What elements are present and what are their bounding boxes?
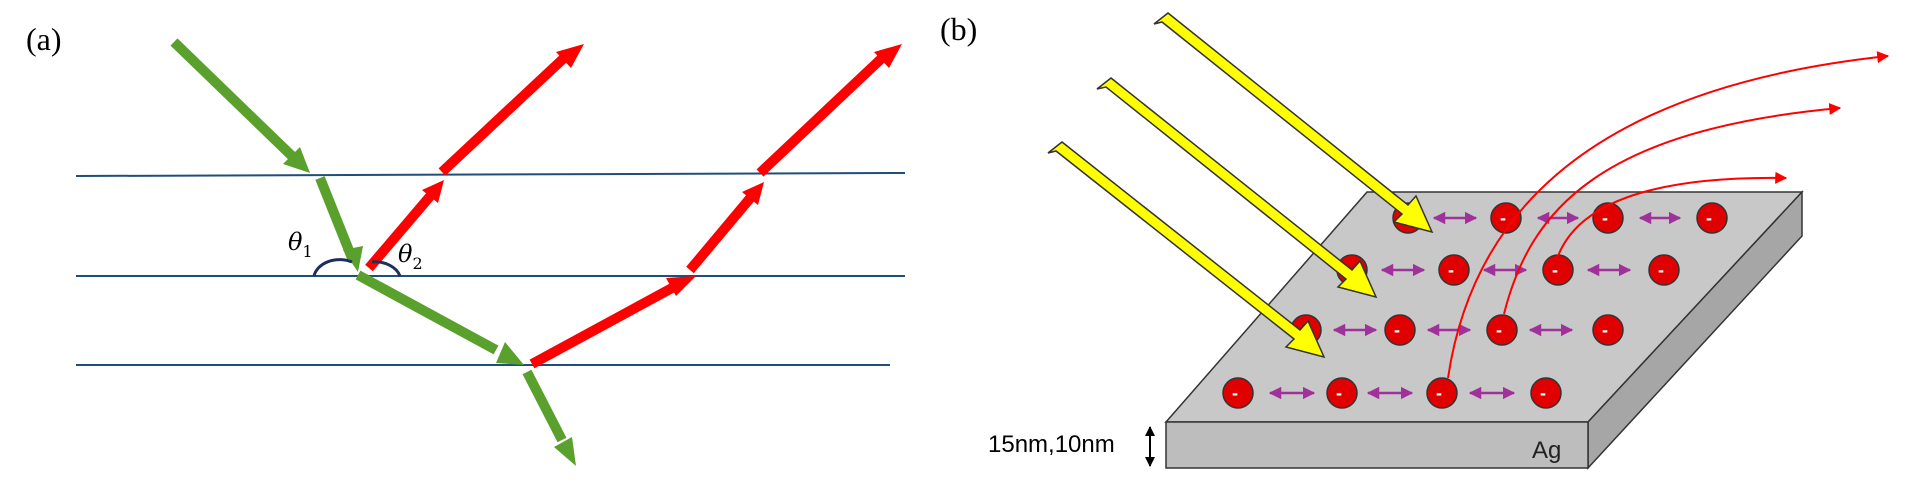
svg-text:-: - (1658, 260, 1664, 280)
thickness-label: 15nm,10nm (988, 431, 1115, 458)
emission-trajectories (1447, 51, 1890, 379)
svg-text:-: - (1706, 208, 1712, 228)
panel-b-label: (b) (940, 11, 977, 47)
svg-text:-: - (1552, 260, 1558, 280)
panel-b: (b) Ag 15nm,10nm - - - - (940, 11, 1890, 470)
electron: - (1438, 254, 1470, 286)
svg-text:-: - (1232, 383, 1238, 403)
electron: - (1648, 254, 1680, 286)
electron: - (1326, 377, 1358, 409)
material-label: Ag (1532, 437, 1561, 464)
light-beam (1153, 12, 1434, 234)
incident-light-beams (1047, 12, 1434, 359)
panel-a-label: (a) (26, 21, 62, 57)
svg-text:-: - (1496, 320, 1502, 340)
electron: - (1592, 314, 1624, 346)
electron: - (1486, 314, 1518, 346)
svg-text:-: - (1336, 383, 1342, 403)
theta1-arc (312, 258, 353, 277)
svg-text:-: - (1602, 208, 1608, 228)
svg-text:-: - (1394, 320, 1400, 340)
svg-text:-: - (1448, 260, 1454, 280)
electron: - (1222, 377, 1254, 409)
electron: - (1542, 254, 1574, 286)
svg-text:-: - (1602, 320, 1608, 340)
incident-beam (170, 38, 567, 443)
electron: - (1530, 377, 1562, 409)
electron: - (1426, 377, 1458, 409)
theta2-arc (371, 260, 402, 277)
electron: - (1592, 202, 1624, 234)
light-beam (1047, 141, 1326, 359)
electron: - (1384, 314, 1416, 346)
theta1-label: θ1 (288, 228, 313, 261)
incident-beam-arrowheads (283, 147, 576, 466)
svg-text:-: - (1500, 208, 1506, 228)
panel-a: (a) (26, 21, 906, 466)
reflected-beam (365, 54, 886, 369)
theta2-label: θ2 (398, 240, 423, 273)
electron: - (1696, 202, 1728, 234)
svg-text:-: - (1436, 383, 1442, 403)
slab-front-face (1165, 421, 1589, 469)
electron: - (1490, 202, 1522, 234)
reflected-beam-arrowheads (422, 44, 902, 296)
light-beam (1096, 77, 1378, 299)
svg-text:-: - (1540, 383, 1546, 403)
interface-line-1 (75, 172, 906, 177)
